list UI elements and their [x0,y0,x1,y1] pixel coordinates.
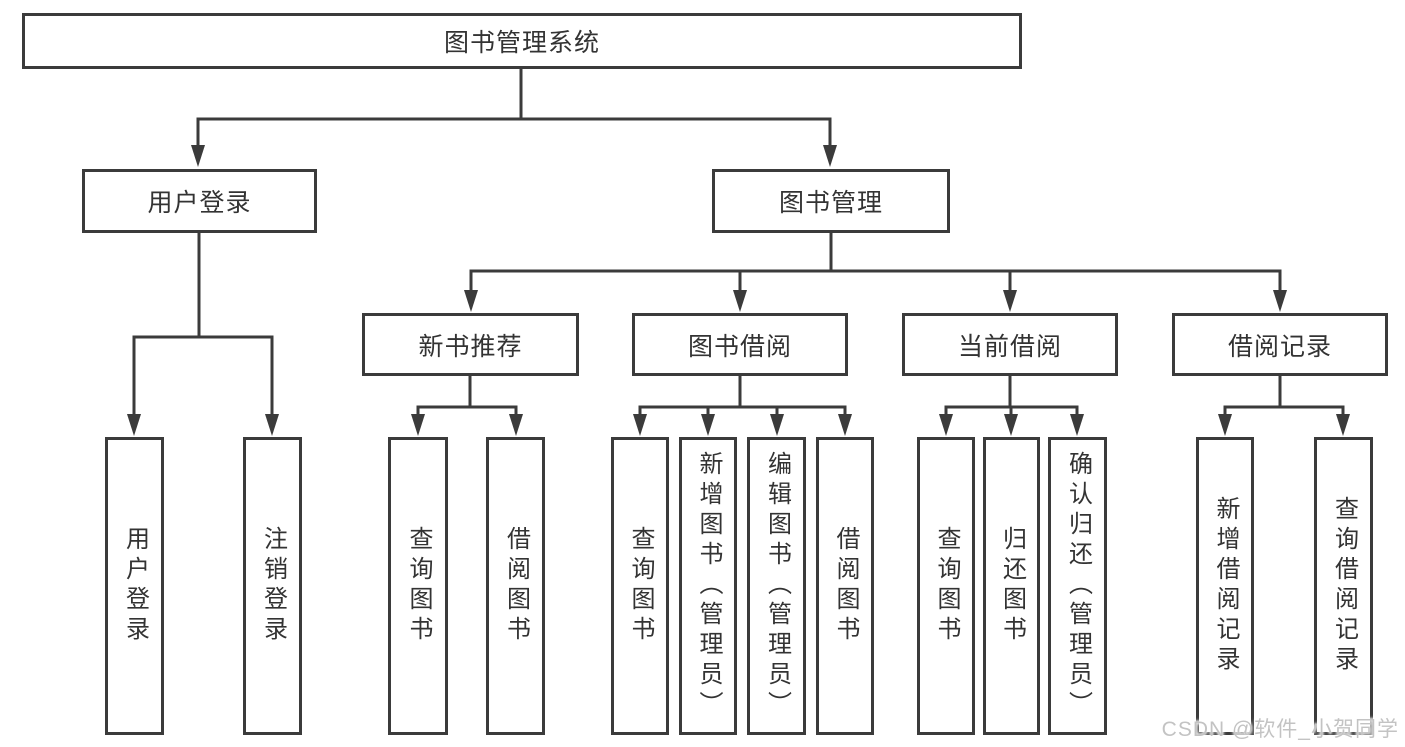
leaf-query-books-borrow: 查询图书 [611,437,669,735]
node-library-system: 图书管理系统 [22,13,1022,69]
node-user-login: 用户登录 [82,169,317,233]
node-label: 借阅记录 [1227,332,1332,361]
leaf-label: 查询图书 [405,526,432,646]
leaf-label: 查询借阅记录 [1330,496,1358,676]
csdn-watermark: CSDN @软件_小贺同学 [1161,718,1399,741]
node-book-management: 图书管理 [712,169,950,233]
leaf-logout: 注销登录 [243,437,302,735]
node-label: 图书管理 [778,189,883,217]
leaf-confirm-return-admin: 确认归还（管理员） [1048,437,1107,735]
leaf-label: 编辑图书（管理员） [763,451,791,721]
leaf-label: 借阅图书 [832,526,859,646]
leaf-borrow-books-recommend: 借阅图书 [486,437,545,735]
node-label: 当前借阅 [957,332,1062,361]
leaf-label: 借阅图书 [502,526,530,646]
leaf-return-books: 归还图书 [983,437,1040,735]
leaf-add-borrow-record: 新增借阅记录 [1196,437,1254,735]
node-borrow-records: 借阅记录 [1172,313,1388,376]
leaf-borrow-books: 借阅图书 [816,437,874,735]
node-new-book-recommend: 新书推荐 [362,313,579,376]
leaf-query-books-current: 查询图书 [917,437,975,735]
leaf-label: 新增图书（管理员） [695,451,722,721]
leaf-label: 用户登录 [121,526,149,646]
leaf-query-books-recommend: 查询图书 [388,437,448,735]
leaf-label: 注销登录 [259,526,287,646]
leaf-edit-book-admin: 编辑图书（管理员） [747,437,806,735]
leaf-add-book-admin: 新增图书（管理员） [679,437,737,735]
node-label: 新书推荐 [418,332,523,361]
node-current-borrow: 当前借阅 [902,313,1118,376]
node-label: 用户登录 [147,189,252,217]
leaf-label: 归还图书 [998,526,1026,646]
node-label: 图书借阅 [687,332,792,361]
arrowheads [127,145,1350,436]
leaf-user-login: 用户登录 [105,437,164,735]
leaf-label: 查询图书 [933,526,960,646]
leaf-label: 确认归还（管理员） [1064,451,1092,721]
node-label: 图书管理系统 [443,29,600,57]
leaf-label: 查询图书 [627,526,654,646]
node-book-borrow: 图书借阅 [632,313,848,376]
leaf-label: 新增借阅记录 [1212,496,1239,676]
leaf-query-borrow-record: 查询借阅记录 [1314,437,1373,735]
